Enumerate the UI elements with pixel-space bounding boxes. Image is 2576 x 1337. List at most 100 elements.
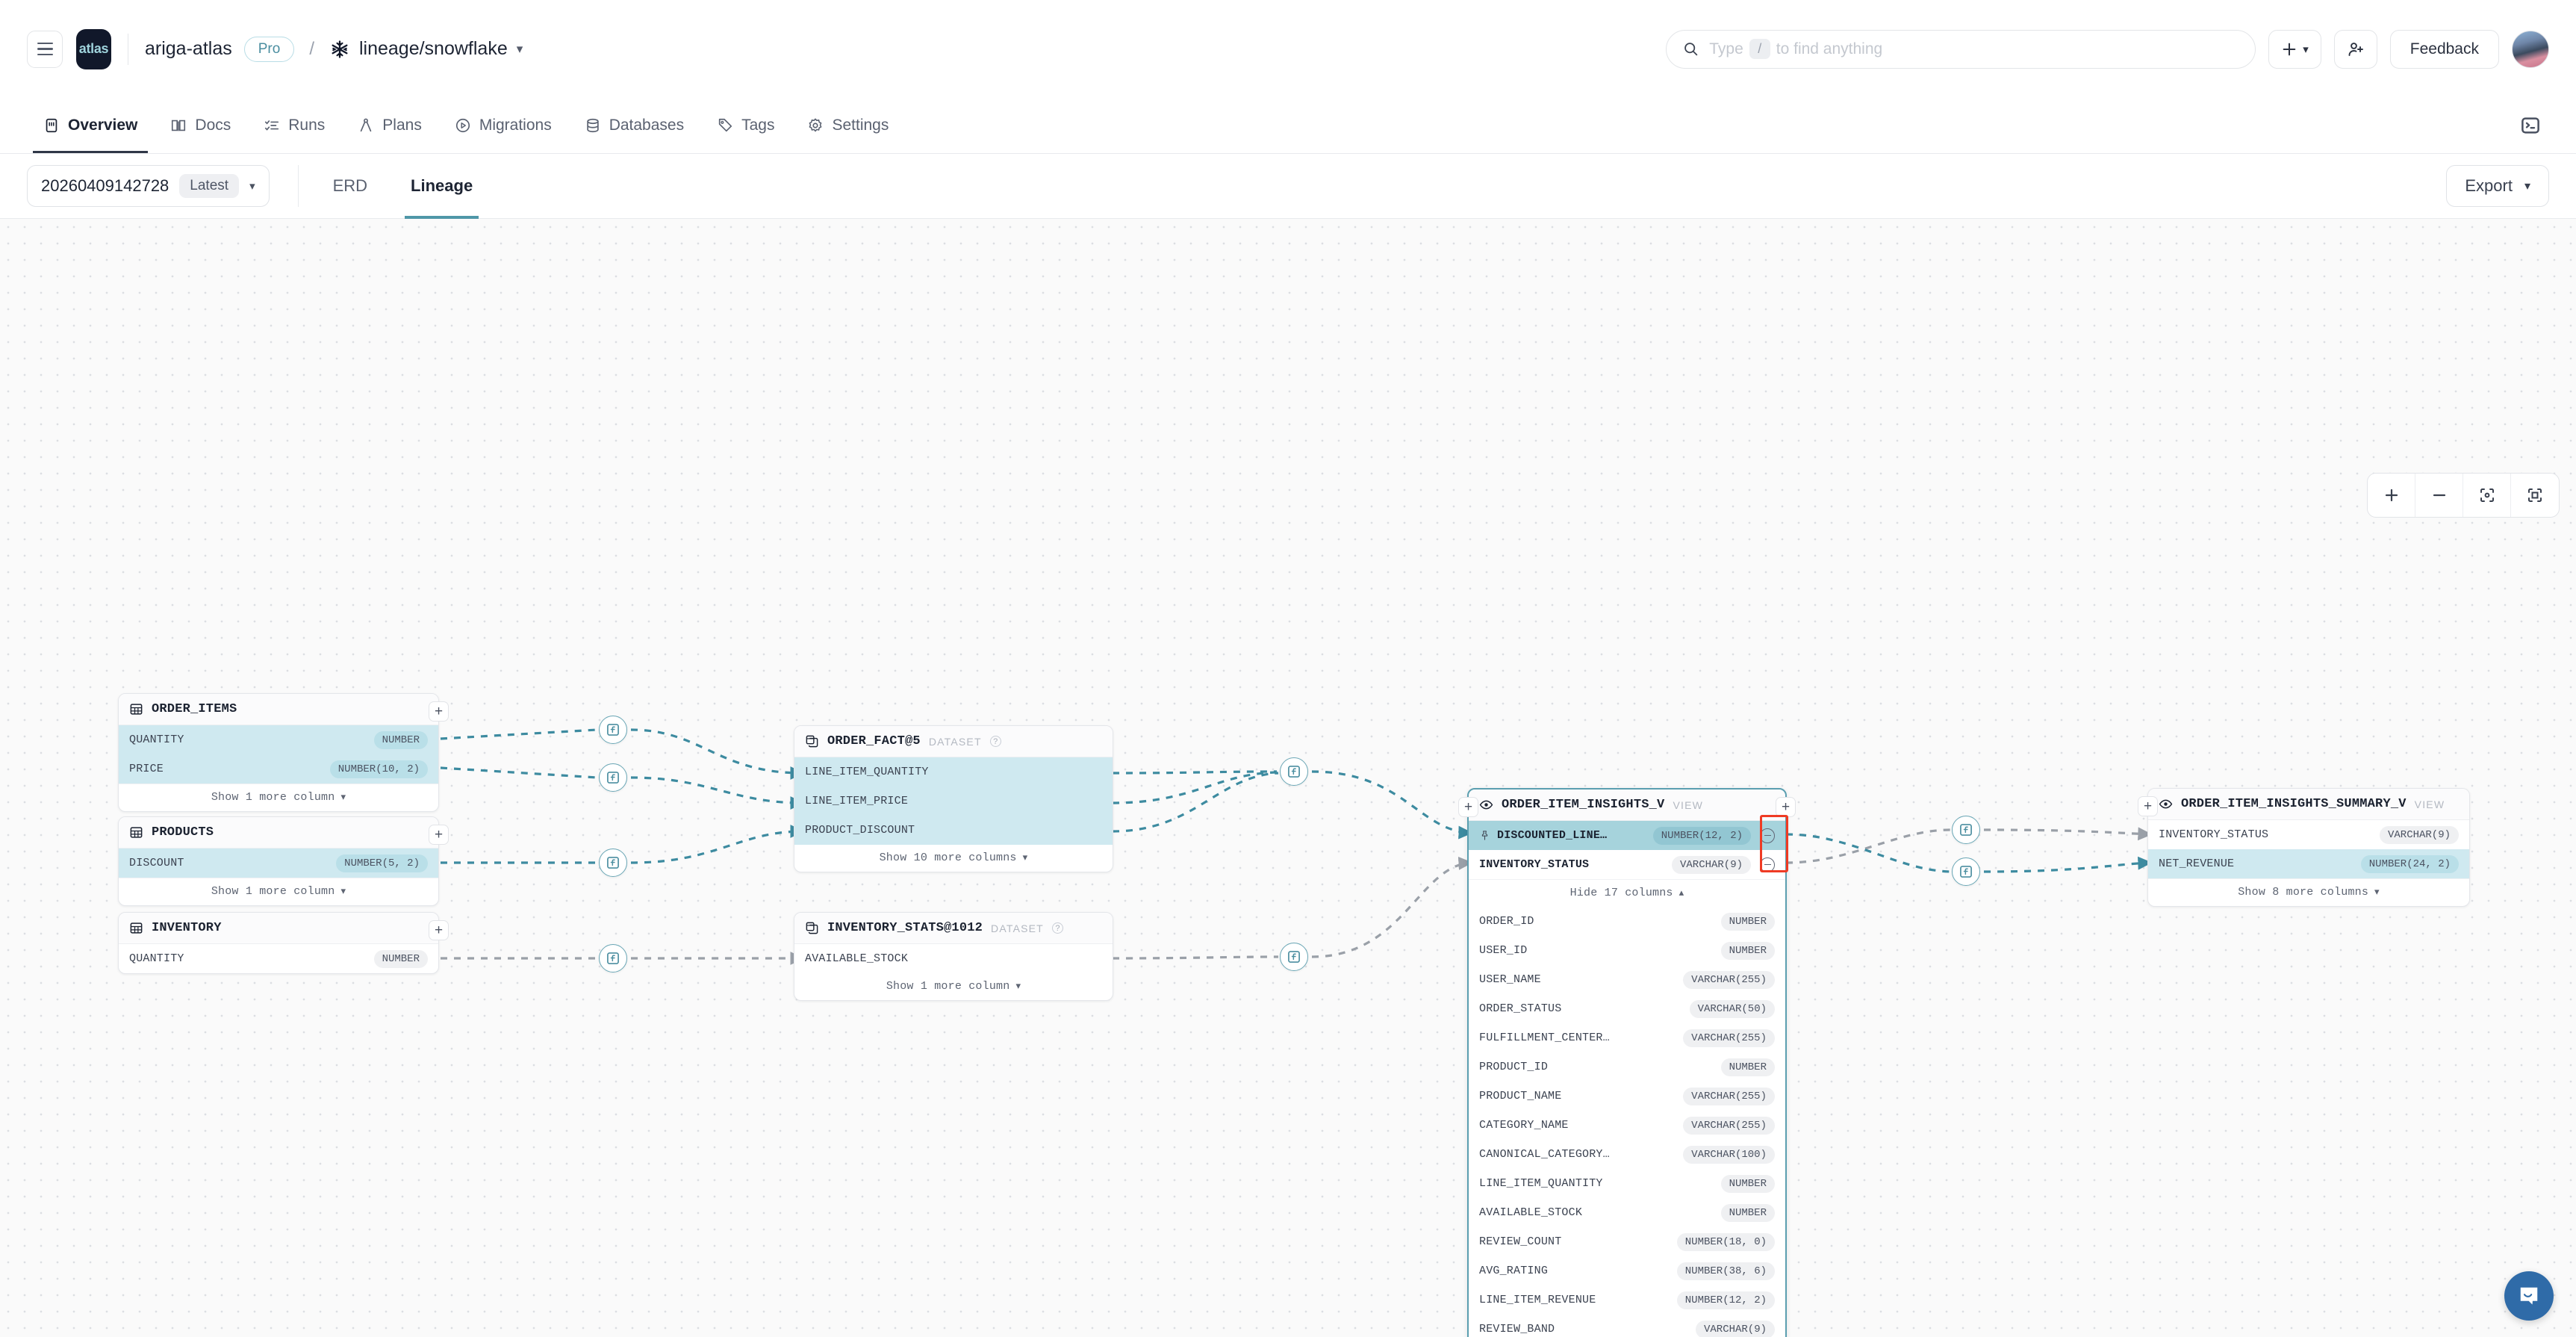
column-row[interactable]: CANONICAL_CATEGORY…VARCHAR(100) — [1469, 1140, 1785, 1169]
nav-tab-label: Plans — [382, 117, 422, 134]
org-name[interactable]: ariga-atlas — [145, 38, 232, 59]
tab-lineage[interactable]: Lineage — [405, 154, 479, 219]
column-row-inventory-status[interactable]: INVENTORY_STATUS VARCHAR(9) — [1469, 850, 1785, 879]
lineage-node-products[interactable]: PRODUCTS + DISCOUNT NUMBER(5, 2) Show 1 … — [118, 816, 449, 906]
avatar[interactable] — [2512, 30, 2549, 68]
intercom-chat-icon[interactable] — [2504, 1271, 2554, 1321]
canvas-zoom-controls[interactable] — [2367, 473, 2560, 518]
column-type: NUMBER — [373, 949, 428, 968]
remove-column-button[interactable] — [1760, 857, 1775, 872]
transform-node[interactable] — [599, 716, 627, 744]
terminal-icon[interactable] — [2512, 107, 2549, 144]
zoom-out-button[interactable] — [2415, 474, 2463, 517]
column-row[interactable]: QUANTITY NUMBER — [119, 944, 438, 973]
show-more-columns[interactable]: Show 1 more column▾ — [119, 878, 438, 905]
lineage-node-order-item-insights-summary-v[interactable]: ORDER_ITEM_INSIGHTS_SUMMARY_V VIEW + INV… — [2138, 788, 2470, 907]
plus-icon — [2283, 43, 2296, 55]
search-input[interactable]: Type / to find anything — [1666, 29, 2256, 69]
show-more-columns[interactable]: Show 10 more columns▾ — [794, 845, 1113, 872]
column-row-discounted-line[interactable]: DISCOUNTED_LINE… NUMBER(12, 2) — [1469, 821, 1785, 850]
nav-tab-overview[interactable]: Overview — [27, 98, 154, 153]
export-button[interactable]: Export ▾ — [2446, 165, 2549, 207]
nav-tab-settings[interactable]: Settings — [791, 98, 905, 153]
transform-node[interactable] — [599, 944, 627, 972]
transform-node[interactable] — [599, 849, 627, 877]
chevron-down-icon: ▾ — [1015, 980, 1021, 991]
expand-node-button[interactable]: + — [429, 825, 449, 845]
nav-tab-databases[interactable]: Databases — [568, 98, 700, 153]
nav-tab-docs[interactable]: Docs — [154, 98, 247, 153]
invite-user-button[interactable] — [2333, 29, 2377, 69]
atlas-logo[interactable]: atlas — [76, 28, 111, 69]
transform-node[interactable] — [1952, 816, 1980, 844]
transform-node[interactable] — [1952, 857, 1980, 886]
column-row[interactable]: NET_REVENUE NUMBER(24, 2) — [2148, 849, 2469, 878]
column-row[interactable]: LINE_ITEM_QUANTITY — [794, 757, 1113, 787]
fit-view-icon[interactable] — [2511, 474, 2559, 517]
feedback-button[interactable]: Feedback — [2389, 29, 2499, 69]
transform-node[interactable] — [1280, 757, 1308, 786]
nav-tab-tags[interactable]: Tags — [700, 98, 791, 153]
zoom-in-button[interactable] — [2368, 474, 2415, 517]
node-header: ORDER_ITEM_INSIGHTS_SUMMARY_V VIEW + — [2138, 789, 2469, 820]
search-placeholder-post: to find anything — [1776, 40, 1883, 58]
chevron-down-icon: ▾ — [2524, 180, 2530, 193]
tab-erd[interactable]: ERD — [332, 176, 368, 195]
column-row[interactable]: PRICE NUMBER(10, 2) — [119, 754, 438, 784]
transform-node[interactable] — [599, 763, 627, 792]
lineage-node-inventory[interactable]: INVENTORY + QUANTITY NUMBER — [118, 912, 449, 974]
help-icon[interactable]: ? — [1051, 922, 1063, 934]
databases-icon — [587, 118, 599, 133]
column-row[interactable]: LINE_ITEM_PRICE — [794, 787, 1113, 816]
project-name[interactable]: lineage/snowflake — [358, 38, 508, 59]
column-row[interactable]: FULFILLMENT_CENTER…VARCHAR(255) — [1469, 1023, 1785, 1052]
column-row[interactable]: QUANTITY NUMBER — [119, 725, 438, 754]
column-row[interactable]: DISCOUNT NUMBER(5, 2) — [119, 849, 438, 878]
lineage-node-inventory-stats[interactable]: INVENTORY_STATS@1012 DATASET ? AVAILABLE… — [794, 912, 1113, 1001]
expand-upstream-button[interactable]: + — [1458, 797, 1478, 817]
lineage-node-order-items[interactable]: ORDER_ITEMS + QUANTITY NUMBER PRICE NUMB… — [118, 693, 449, 812]
chevron-down-icon[interactable]: ▾ — [516, 41, 523, 56]
expand-downstream-button[interactable]: + — [1776, 797, 1796, 817]
hamburger-icon[interactable] — [27, 30, 63, 68]
expand-node-button[interactable]: + — [429, 920, 449, 940]
help-icon[interactable]: ? — [989, 736, 1001, 747]
chevron-up-icon: ▴ — [1679, 887, 1684, 898]
lineage-node-order-fact[interactable]: ORDER_FACT@5 DATASET ? LINE_ITEM_QUANTIT… — [794, 725, 1113, 872]
nav-tab-migrations[interactable]: Migrations — [438, 98, 568, 153]
create-new-button[interactable]: ▾ — [2268, 29, 2321, 69]
expand-upstream-button[interactable]: + — [2138, 796, 2158, 816]
column-row[interactable]: AVAILABLE_STOCK — [794, 944, 1113, 973]
version-selector[interactable]: 20260409142728 Latest ▾ — [27, 165, 270, 207]
lineage-canvas[interactable]: ORDER_ITEMS + QUANTITY NUMBER PRICE NUMB… — [0, 219, 2576, 1337]
node-title: PRODUCTS — [152, 825, 214, 840]
column-row[interactable]: INVENTORY_STATUS VARCHAR(9) — [2148, 820, 2469, 849]
show-more-columns[interactable]: Show 8 more columns▾ — [2148, 878, 2469, 906]
focus-icon[interactable] — [2463, 474, 2511, 517]
column-type: NUMBER — [1720, 1174, 1775, 1193]
nav-tab-plans[interactable]: Plans — [341, 98, 438, 153]
transform-node[interactable] — [1280, 943, 1308, 971]
expand-node-button[interactable]: + — [429, 701, 449, 722]
chevron-down-icon: ▾ — [340, 885, 346, 896]
show-more-columns[interactable]: Show 1 more column▾ — [119, 784, 438, 811]
hide-columns-toggle[interactable]: Hide 17 columns▴ — [1469, 879, 1785, 907]
remove-column-button[interactable] — [1760, 828, 1775, 843]
nav-tab-runs[interactable]: Runs — [247, 98, 341, 153]
show-more-columns[interactable]: Show 1 more column▾ — [794, 973, 1113, 1000]
column-row[interactable]: PRODUCT_DISCOUNT — [794, 816, 1113, 845]
lineage-node-order-item-insights-v[interactable]: ORDER_ITEM_INSIGHTS_V VIEW + + DISCOUNTE… — [1458, 788, 1796, 1337]
